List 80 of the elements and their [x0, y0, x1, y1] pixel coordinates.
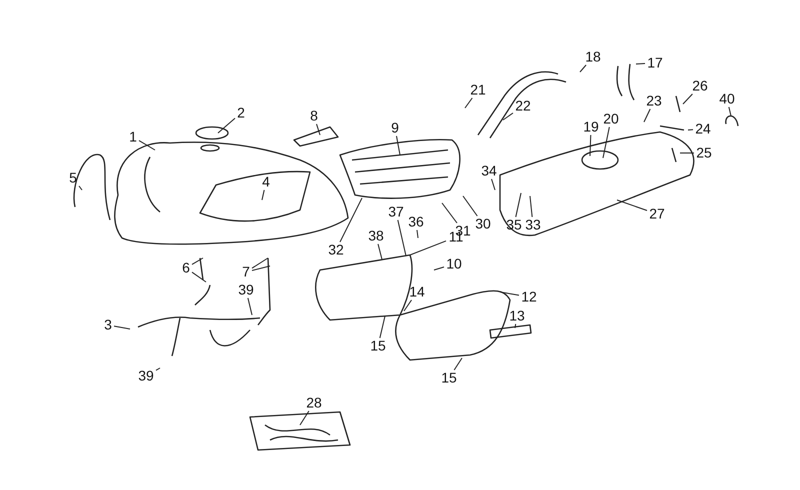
leader-line — [340, 198, 362, 242]
callout-number: 1 — [129, 130, 137, 144]
leader-line — [688, 129, 694, 130]
callout-number: 28 — [306, 396, 322, 410]
leader-line — [396, 136, 400, 156]
callout-number: 38 — [368, 228, 384, 244]
callout-number: 7 — [242, 264, 250, 280]
leader-line — [616, 200, 648, 211]
leader-line — [462, 196, 478, 216]
leader-line — [397, 220, 406, 256]
callout-number: 40 — [719, 92, 735, 106]
leader-line — [515, 192, 522, 218]
leader-line — [442, 202, 458, 224]
leader-line — [464, 98, 473, 108]
leader-line — [247, 298, 252, 316]
callout-number: 10 — [446, 256, 462, 272]
callout-number: 18 — [585, 50, 601, 64]
leader-line — [580, 64, 587, 72]
callout-number: 14 — [409, 284, 425, 300]
callout-number: 30 — [475, 216, 491, 232]
callout-number: 39 — [238, 282, 254, 298]
leader-line — [602, 126, 610, 158]
leader-line — [590, 134, 592, 156]
callout-number: 15 — [370, 338, 386, 354]
callout-number: 24 — [695, 122, 711, 136]
callout-number: 15 — [441, 370, 457, 386]
callout-number: 2 — [237, 106, 245, 120]
leader-line — [644, 108, 651, 122]
leader-line — [410, 240, 446, 256]
callout-number: 8 — [310, 108, 318, 124]
leader-line — [378, 244, 382, 260]
leader-line — [434, 266, 444, 270]
callout-number: 25 — [696, 146, 712, 160]
callout-number: 33 — [525, 218, 541, 232]
callout-number: 39 — [138, 368, 154, 384]
callout-number: 36 — [408, 214, 424, 230]
leader-line — [530, 196, 533, 218]
callout-number: 37 — [388, 204, 404, 220]
callout-number: 17 — [647, 56, 663, 70]
callout-number: 26 — [692, 78, 708, 94]
callout-number: 22 — [515, 98, 531, 114]
callout-number: 35 — [506, 218, 522, 232]
leader-line — [300, 410, 310, 426]
callout-number: 6 — [182, 260, 190, 276]
callout-number: 21 — [470, 82, 486, 98]
leader-line — [416, 230, 418, 238]
callout-number: 20 — [603, 112, 619, 126]
leader-line — [502, 112, 514, 120]
callout-number: 32 — [328, 242, 344, 258]
leader-line — [218, 118, 236, 134]
callout-number: 19 — [583, 120, 599, 134]
leader-line — [404, 300, 412, 312]
callout-number: 5 — [69, 170, 77, 186]
leader-line — [680, 152, 694, 154]
leader-line — [192, 258, 204, 265]
callout-number: 27 — [649, 206, 665, 222]
callout-number: 13 — [509, 308, 525, 324]
leader-line — [316, 124, 320, 136]
leader-line — [262, 190, 265, 200]
leader-line — [192, 272, 206, 282]
leader-line — [454, 358, 462, 370]
callout-number: 3 — [104, 318, 112, 332]
callout-number: 34 — [481, 164, 497, 178]
leader-line — [379, 316, 386, 338]
leader-line — [500, 292, 520, 296]
leader-line — [636, 63, 646, 64]
leader-line — [114, 326, 130, 330]
callout-number: 4 — [262, 174, 270, 190]
leader-line — [514, 324, 516, 328]
leader-line — [78, 186, 82, 190]
leader-line — [252, 266, 270, 271]
leader-line — [252, 258, 268, 269]
leader-line — [491, 178, 496, 190]
leader-line — [728, 106, 732, 116]
leader-line — [156, 368, 160, 371]
callout-number: 9 — [391, 120, 399, 136]
callout-number: 12 — [521, 290, 537, 304]
callout-number: 23 — [646, 94, 662, 108]
leader-line — [138, 140, 156, 150]
leader-line — [682, 94, 693, 104]
